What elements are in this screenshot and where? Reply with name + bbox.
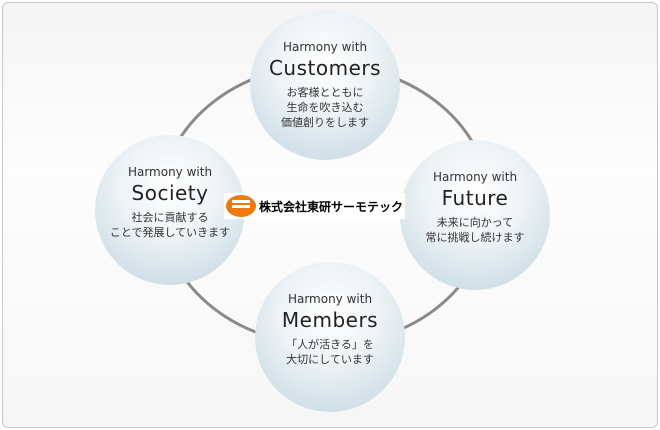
circle-line: 「人が活きる」を (286, 338, 374, 351)
circle-line: お客様とともに (286, 86, 364, 99)
circle-line: 価値創りをします (281, 116, 369, 129)
circle-title: Customers (268, 56, 382, 80)
circle-line: 未来に向かって (436, 216, 514, 229)
circle-prefix: Harmony with (282, 40, 368, 54)
circle-future: Harmony with Future 未来に向かって常に挑戦し続けます (400, 140, 550, 290)
circle-customers: Harmony with Customers お客様とともに生命を吹き込む価値創… (250, 10, 400, 160)
circle-title: Society (131, 181, 209, 205)
circle-title: Members (281, 308, 379, 332)
circle-members: Harmony with Members 「人が活きる」を大切にしています (255, 262, 405, 412)
circle-line: 社会に貢献する (131, 211, 209, 224)
circle-prefix: Harmony with (432, 170, 518, 184)
logo-text: 株式会社東研サーモテック (259, 199, 404, 214)
company-logo: 株式会社東研サーモテック (224, 193, 406, 219)
circle-prefix: Harmony with (287, 292, 373, 306)
circle-line: 生命を吹き込む (286, 101, 364, 114)
circle-line: ことで発展していきます (109, 226, 231, 239)
logo-mark-icon (226, 195, 256, 217)
circle-prefix: Harmony with (127, 165, 213, 179)
circle-line: 大切にしています (286, 353, 374, 366)
circle-title: Future (441, 186, 509, 210)
circle-line: 常に挑戦し続けます (425, 231, 525, 244)
circle-society: Harmony with Society 社会に貢献することで発展していきます (95, 135, 245, 285)
